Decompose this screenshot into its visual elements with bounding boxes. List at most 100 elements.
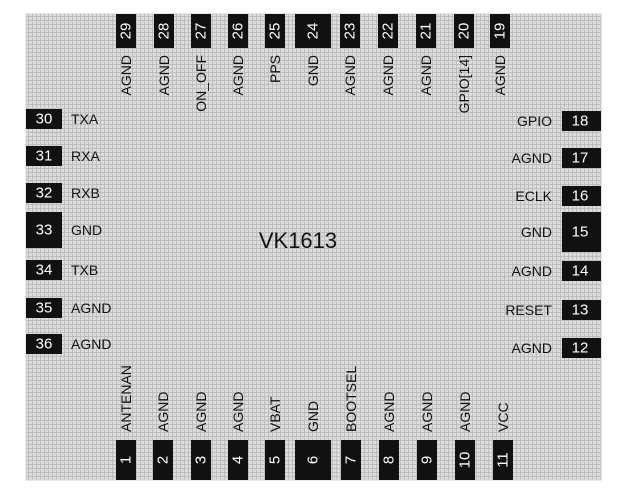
pin-15-pad <box>562 212 601 252</box>
pin-28-label: AGND <box>156 55 172 95</box>
pin-26-label: AGND <box>230 55 246 95</box>
pin-32-pad <box>26 183 62 203</box>
pin-4: 4 AGND <box>228 392 248 480</box>
pin-11-number: 11 <box>495 452 512 468</box>
pin-35-label: AGND <box>71 300 111 316</box>
pin-25-label: PPS <box>267 55 283 83</box>
pin-5-label: VBAT <box>267 396 283 432</box>
pin-12-number: 12 <box>572 340 589 357</box>
pin-29-label: AGND <box>118 55 134 95</box>
pin-7-number: 7 <box>343 456 360 464</box>
pin-8-label: AGND <box>381 392 397 432</box>
pin-12-label: AGND <box>512 340 552 356</box>
pin-18-pad <box>562 111 601 131</box>
pin-27-number: 27 <box>193 23 210 40</box>
pin-28-number: 28 <box>156 23 173 40</box>
pin-1-number: 1 <box>118 456 135 464</box>
pin-21-label: AGND <box>418 55 434 95</box>
pin-1-label: ANTENAN <box>118 365 134 432</box>
pin-23-pad <box>340 14 360 48</box>
pin-8-pad <box>379 440 399 480</box>
pin-33: 33 GND <box>26 212 102 248</box>
pin-25-pad <box>265 14 285 48</box>
pin-19-label: AGND <box>492 55 508 95</box>
pin-30-number: 30 <box>36 111 53 128</box>
pin-6-label: GND <box>305 401 321 432</box>
pin-10-label: AGND <box>457 392 473 432</box>
pin-33-pad <box>26 212 62 248</box>
pin-27-pad <box>191 14 211 48</box>
pin-30-label: TXA <box>71 111 99 127</box>
pin-4-number: 4 <box>230 456 247 464</box>
pin-2-label: AGND <box>155 392 171 432</box>
pin-30-pad <box>26 109 62 129</box>
pin-2-pad <box>153 440 173 480</box>
pin-31-pad <box>26 146 62 166</box>
pin-1: 1 ANTENAN <box>116 365 136 480</box>
pin-16-pad <box>562 186 601 206</box>
pin-33-number: 33 <box>36 222 53 239</box>
pin-20-number: 20 <box>456 23 473 40</box>
pin-24-label: GND <box>305 55 321 86</box>
pin-30: 30 TXA <box>26 109 99 129</box>
pin-3-label: AGND <box>193 392 209 432</box>
pin-19-number: 19 <box>492 23 509 40</box>
pin-29-pad <box>116 14 136 48</box>
pin-23-number: 23 <box>342 23 359 40</box>
chip-name: VK1613 <box>259 228 337 253</box>
pin-26-pad <box>228 14 248 48</box>
pin-6-number: 6 <box>305 456 322 464</box>
pin-32-number: 32 <box>36 185 53 202</box>
pin-33-label: GND <box>71 222 102 238</box>
pin-10-pad <box>455 440 475 480</box>
pin-6-pad <box>295 440 331 480</box>
pin-32-label: RXB <box>71 185 100 201</box>
pin-4-label: AGND <box>230 392 246 432</box>
pin-34-label: TXB <box>71 262 98 278</box>
pin-5: 5 VBAT <box>265 396 285 480</box>
pin-13-pad <box>562 300 601 320</box>
pin-3-pad <box>191 440 211 480</box>
pin-7-pad <box>341 440 361 480</box>
pin-9-pad <box>417 440 437 480</box>
pin-19-pad <box>490 14 510 48</box>
pin-24-number: 24 <box>305 23 322 40</box>
pin-14-pad <box>562 261 601 281</box>
pin-35-number: 35 <box>36 300 53 317</box>
pin-5-pad <box>265 440 285 480</box>
pin-35: 35 AGND <box>26 298 111 318</box>
pin-7: 7 BOOTSEL <box>341 366 361 480</box>
pin-12-pad <box>562 338 601 358</box>
pin-15-label: GND <box>521 224 552 240</box>
pin-27-label: ON_OFF <box>193 55 209 112</box>
pin-13-label: RESET <box>505 302 552 318</box>
pin-3-number: 3 <box>193 456 210 464</box>
pin-32: 32 RXB <box>26 183 100 203</box>
pin-7-label: BOOTSEL <box>343 366 359 432</box>
pin-9-number: 9 <box>419 456 436 464</box>
pin-15-number: 15 <box>572 224 589 241</box>
pin-3: 3 AGND <box>191 392 211 480</box>
pin-21-pad <box>416 14 436 48</box>
pin-11-label: VCC <box>495 402 511 432</box>
pin-5-number: 5 <box>267 456 284 464</box>
pin-31-label: RXA <box>71 148 100 164</box>
pin-35-pad <box>26 298 62 318</box>
pin-26-number: 26 <box>230 23 247 40</box>
